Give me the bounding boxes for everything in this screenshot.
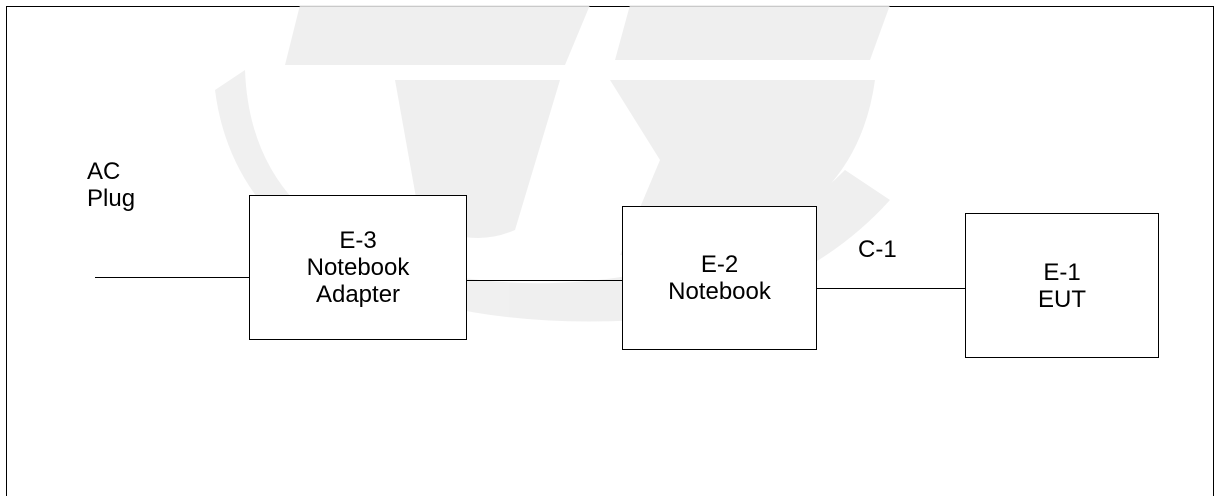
e3-label-line2: Adapter <box>315 281 401 308</box>
e2-label-line1: Notebook <box>668 278 771 305</box>
e3-label-line1: Notebook <box>306 254 410 281</box>
block-diagram: AC Plug E-3 Notebook Adapter E-2 Noteboo… <box>87 158 1159 358</box>
e1-eut-box: E-1 EUT <box>965 213 1159 358</box>
e1-label-line1: EUT <box>1038 285 1086 313</box>
adapter-to-notebook-line <box>467 280 622 281</box>
e2-notebook-box: E-2 Notebook <box>622 206 817 350</box>
e2-id: E-2 <box>700 251 739 278</box>
ac-plug-label-line1: AC <box>87 158 121 185</box>
e3-id: E-3 <box>339 227 377 254</box>
c1-cable-line <box>817 288 966 289</box>
diagram-frame <box>6 6 1214 496</box>
e3-notebook-adapter-box: E-3 Notebook Adapter <box>249 195 467 340</box>
e1-id: E-1 <box>1043 258 1081 286</box>
c1-cable-label: C-1 <box>858 236 897 263</box>
ac-power-line <box>95 277 250 278</box>
ac-plug-label-line2: Plug <box>87 185 136 212</box>
ac-plug-label: AC Plug <box>87 158 135 212</box>
